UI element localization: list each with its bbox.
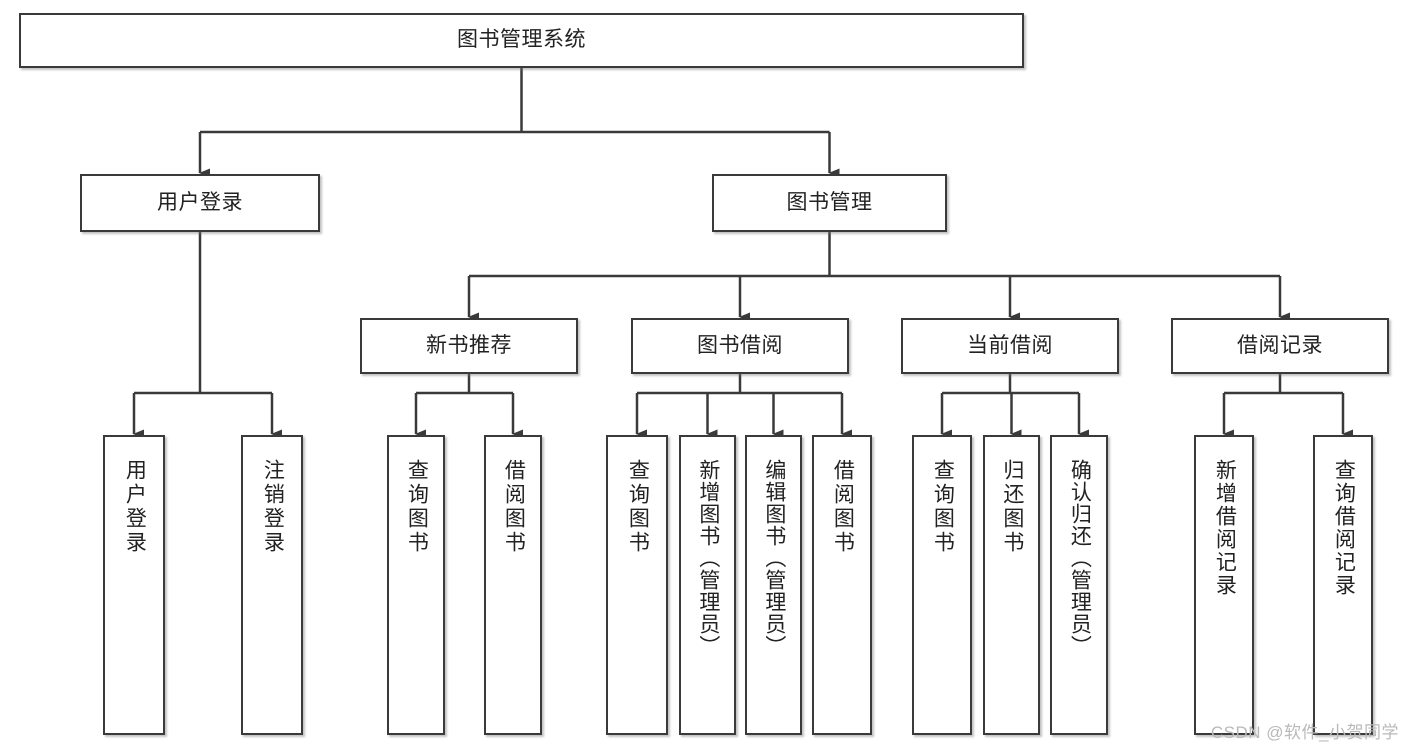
- node-leaf-confirm-return[interactable]: 确认归还（管理员）: [1050, 435, 1108, 735]
- node-leaf-query-book-borrow[interactable]: 查询图书: [606, 435, 668, 735]
- node-label-leaf-add-record: 新增借阅记录: [1213, 459, 1237, 597]
- node-label-user-login: 用户登录: [157, 190, 243, 214]
- node-label-leaf-query-book-current: 查询图书: [931, 459, 955, 555]
- node-leaf-query-book-rec[interactable]: 查询图书: [387, 435, 445, 735]
- node-current-borrow[interactable]: 当前借阅: [901, 318, 1119, 374]
- node-label-leaf-borrow-book: 借阅图书: [831, 459, 855, 555]
- node-label-book-borrow: 图书借阅: [697, 333, 783, 357]
- node-label-current-borrow: 当前借阅: [967, 333, 1053, 357]
- node-leaf-return-book[interactable]: 归还图书: [983, 435, 1040, 735]
- node-label-leaf-return-book: 归还图书: [1000, 459, 1024, 555]
- node-book-borrow[interactable]: 图书借阅: [631, 318, 849, 374]
- node-label-root: 图书管理系统: [457, 28, 586, 52]
- node-leaf-query-record[interactable]: 查询借阅记录: [1313, 435, 1373, 735]
- node-leaf-borrow-book[interactable]: 借阅图书: [812, 435, 872, 735]
- node-leaf-add-book[interactable]: 新增图书（管理员）: [679, 435, 736, 735]
- node-label-leaf-confirm-return: 确认归还（管理员）: [1068, 459, 1092, 657]
- node-label-leaf-user-login: 用户登录: [123, 459, 147, 555]
- node-label-leaf-query-book-rec: 查询图书: [405, 459, 429, 555]
- node-label-leaf-query-book-borrow: 查询图书: [626, 459, 650, 555]
- node-leaf-query-book-current[interactable]: 查询图书: [912, 435, 972, 735]
- node-leaf-add-record[interactable]: 新增借阅记录: [1194, 435, 1254, 735]
- node-leaf-user-login[interactable]: 用户登录: [103, 435, 165, 735]
- node-root[interactable]: 图书管理系统: [19, 13, 1024, 68]
- node-label-leaf-add-book: 新增图书（管理员）: [696, 459, 720, 657]
- node-label-leaf-query-record: 查询借阅记录: [1332, 459, 1356, 597]
- node-user-login[interactable]: 用户登录: [80, 174, 320, 232]
- edge-group: [132, 68, 1353, 439]
- node-leaf-edit-book[interactable]: 编辑图书（管理员）: [745, 435, 802, 735]
- node-label-leaf-edit-book: 编辑图书（管理员）: [762, 459, 786, 657]
- node-leaf-logout[interactable]: 注销登录: [241, 435, 303, 735]
- node-book-manage[interactable]: 图书管理: [712, 174, 947, 232]
- node-label-leaf-logout: 注销登录: [261, 459, 285, 555]
- node-label-borrow-record: 借阅记录: [1237, 333, 1323, 357]
- node-borrow-record[interactable]: 借阅记录: [1171, 318, 1389, 374]
- node-new-book-rec[interactable]: 新书推荐: [360, 318, 578, 374]
- node-label-leaf-borrow-book-rec: 借阅图书: [502, 459, 526, 555]
- node-leaf-borrow-book-rec[interactable]: 借阅图书: [484, 435, 542, 735]
- node-label-new-book-rec: 新书推荐: [426, 333, 512, 357]
- node-label-book-manage: 图书管理: [786, 190, 873, 214]
